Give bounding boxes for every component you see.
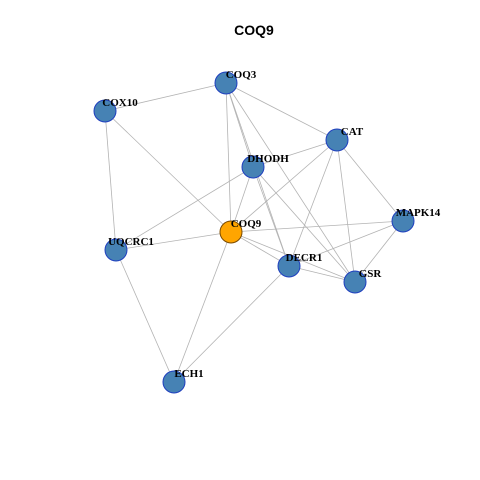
edge-cat-coq9: [230, 139, 338, 233]
diagram-title: COQ9: [234, 22, 274, 38]
node-dhodh: [241, 155, 265, 179]
node-label-mapk14: MAPK14: [396, 207, 441, 219]
edge-uqcrc1-ech1: [115, 249, 175, 383]
node-label-ech1: ECH1: [174, 368, 203, 380]
edge-coq3-cat: [225, 82, 338, 141]
node-label-gsr: GSR: [359, 268, 383, 280]
node-decr1: [277, 254, 301, 278]
edge-mapk14-coq9: [230, 220, 404, 233]
edge-mapk14-decr1: [288, 220, 404, 267]
node-coq9: [219, 220, 243, 244]
node-label-cat: CAT: [341, 126, 364, 138]
node-coq3: [214, 71, 238, 95]
node-cox10: [93, 99, 117, 123]
edge-cox10-coq9: [104, 110, 232, 233]
node-uqcrc1: [104, 238, 128, 262]
edge-dhodh-uqcrc1: [115, 166, 254, 251]
edge-cox10-uqcrc1: [104, 110, 117, 251]
node-label-coq9: COQ9: [231, 218, 262, 230]
node-ech1: [162, 370, 186, 394]
edge-coq9-ech1: [173, 231, 232, 383]
node-label-uqcrc1: UQCRC1: [108, 236, 154, 248]
edge-coq3-coq9: [225, 82, 232, 233]
edge-decr1-ech1: [173, 265, 290, 383]
edge-dhodh-gsr: [252, 166, 356, 283]
node-label-dhodh: DHODH: [247, 153, 289, 165]
edge-coq3-cox10: [104, 82, 227, 112]
node-label-decr1: DECR1: [286, 252, 323, 264]
edge-mapk14-gsr: [354, 220, 404, 283]
node-gsr: [343, 270, 367, 294]
edge-cat-decr1: [288, 139, 338, 267]
edge-cat-mapk14: [336, 139, 404, 222]
edge-coq9-uqcrc1: [115, 231, 232, 251]
edge-cat-gsr: [336, 139, 356, 283]
node-mapk14: [391, 209, 415, 233]
node-label-cox10: COX10: [102, 97, 138, 109]
edge-dhodh-decr1: [252, 166, 290, 267]
node-label-coq3: COQ3: [226, 69, 257, 81]
node-layer: [93, 71, 415, 394]
edge-cat-dhodh: [252, 139, 338, 168]
node-cat: [325, 128, 349, 152]
